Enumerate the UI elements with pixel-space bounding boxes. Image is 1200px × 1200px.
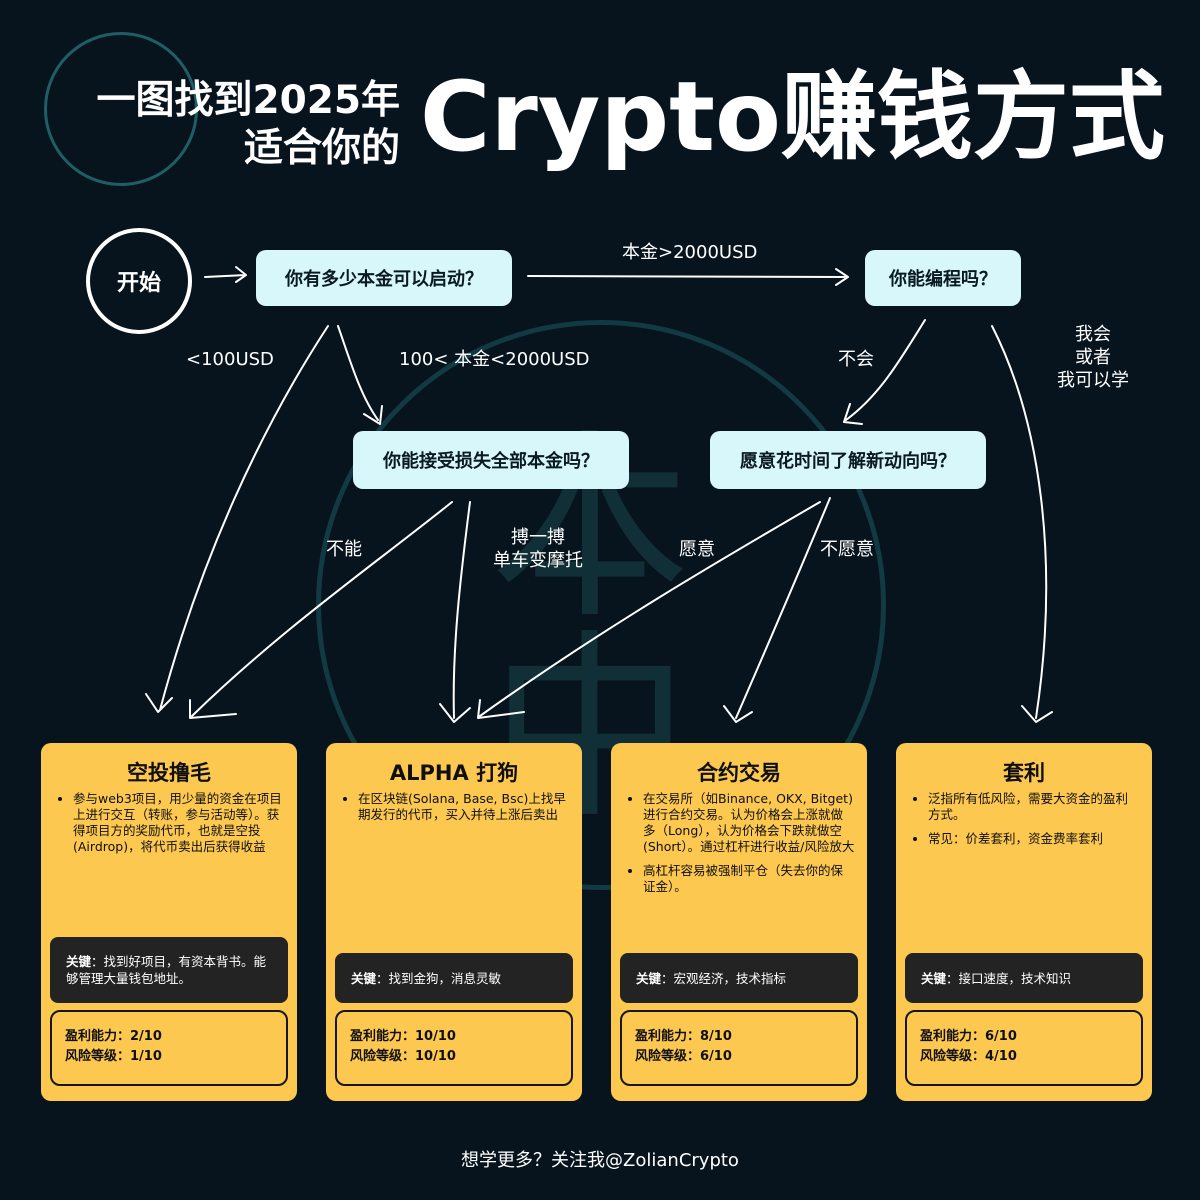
edge-label-cannot-code: 不会 <box>838 349 874 370</box>
card-bullet: 参与web3项目，用少量的资金在项目上进行交互（转账，参与活动等）。获得项目方的… <box>73 791 285 855</box>
question-coding: 你能编程吗？ <box>865 250 1021 306</box>
card-title: 合约交易 <box>697 761 781 785</box>
edge-label-under-100: <100USD <box>186 349 274 370</box>
edge-label-over-2000: 本金>2000USD <box>622 242 758 263</box>
risk-score: 风险等级：10/10 <box>350 1049 456 1064</box>
card-bullets: 在区块链(Solana, Base, Bsc)上找早期发行的代币，买入并待上涨后… <box>340 791 570 831</box>
card-airdrop: 空投撸毛 参与web3项目，用少量的资金在项目上进行交互（转账，参与活动等）。获… <box>41 743 297 1101</box>
risk-score: 风险等级：1/10 <box>65 1049 162 1064</box>
arrow-time-to-futures <box>723 497 831 723</box>
edge-label-mid-capital: 100< 本金<2000USD <box>399 349 590 370</box>
title-line-2: 适合你的 <box>243 126 400 171</box>
main-title: Crypto赚钱方式 <box>420 61 1165 173</box>
footer-cta: 想学更多？关注我@ZolianCrypto <box>461 1150 739 1171</box>
arrow-code-to-arbitrage <box>991 325 1053 723</box>
profit-score: 盈利能力：10/10 <box>350 1029 456 1044</box>
card-title: ALPHA 打狗 <box>389 761 519 785</box>
arrow-capital-to-loss <box>337 325 383 425</box>
card-title: 套利 <box>1003 761 1045 785</box>
arrow-time-to-alpha <box>477 501 821 719</box>
edge-label-cannot-accept: 不能 <box>326 539 362 560</box>
card-bullet: 常见：价差套利，资金费率套利 <box>928 831 1140 847</box>
profit-score: 盈利能力：2/10 <box>65 1029 162 1044</box>
card-key-box: 关键：找到金狗，消息灵敏 <box>335 953 573 1003</box>
profit-score: 盈利能力：6/10 <box>920 1029 1017 1044</box>
card-bullet: 在交易所（如Binance, OKX, Bitget)进行合约交易。认为价格会上… <box>643 791 855 855</box>
card-alpha: ALPHA 打狗 在区块链(Solana, Base, Bsc)上找早期发行的代… <box>326 743 582 1101</box>
arrow-start-to-capital <box>204 266 247 283</box>
risk-score: 风险等级：6/10 <box>635 1049 732 1064</box>
watermark-stamp-small <box>44 32 198 186</box>
card-score-box: 盈利能力：8/10 风险等级：6/10 <box>620 1010 858 1086</box>
question-accept-loss: 你能接受损失全部本金吗？ <box>353 431 629 489</box>
card-key-box: 关键：找到好项目，有资本背书。能够管理大量钱包地址。 <box>50 937 288 1003</box>
card-score-box: 盈利能力：2/10 风险等级：1/10 <box>50 1010 288 1086</box>
arrow-code-to-time <box>843 319 926 425</box>
question-capital: 你有多少本金可以启动？ <box>256 250 512 306</box>
card-key-box: 关键：宏观经济，技术指标 <box>620 953 858 1003</box>
card-score-box: 盈利能力：6/10 风险等级：4/10 <box>905 1010 1143 1086</box>
card-key-box: 关键：接口速度，技术知识 <box>905 953 1143 1003</box>
question-spend-time: 愿意花时间了解新动向吗？ <box>710 431 986 489</box>
card-title: 空投撸毛 <box>127 761 211 785</box>
card-bullet: 泛指所有低风险，需要大资金的盈利方式。 <box>928 791 1140 823</box>
card-futures: 合约交易 在交易所（如Binance, OKX, Bitget)进行合约交易。认… <box>611 743 867 1101</box>
arrow-capital-to-airdrop <box>145 325 329 713</box>
card-bullets: 泛指所有低风险，需要大资金的盈利方式。 常见：价差套利，资金费率套利 <box>910 791 1140 855</box>
card-score-box: 盈利能力：10/10 风险等级：10/10 <box>335 1010 573 1086</box>
card-bullet: 高杠杆容易被强制平仓（失去你的保证金）。 <box>643 863 855 895</box>
arrow-capital-to-code <box>527 268 849 286</box>
risk-score: 风险等级：4/10 <box>920 1049 1017 1064</box>
start-node: 开始 <box>86 228 192 334</box>
card-bullet: 在区块链(Solana, Base, Bsc)上找早期发行的代币，买入并待上涨后… <box>358 791 570 823</box>
profit-score: 盈利能力：8/10 <box>635 1029 732 1044</box>
card-bullets: 参与web3项目，用少量的资金在项目上进行交互（转账，参与活动等）。获得项目方的… <box>55 791 285 863</box>
arrow-loss-to-alpha <box>439 501 471 723</box>
arrow-loss-to-airdrop <box>189 501 453 719</box>
edge-label-unwilling: 不愿意 <box>820 539 874 560</box>
card-bullets: 在交易所（如Binance, OKX, Bitget)进行合约交易。认为价格会上… <box>625 791 855 903</box>
title-line-1: 一图找到2025年 <box>96 78 400 123</box>
edge-label-can-code: 我会 或者 我可以学 <box>1057 324 1129 391</box>
edge-label-willing: 愿意 <box>679 539 715 560</box>
edge-label-gamble: 搏一搏 单车变摩托 <box>493 527 583 571</box>
card-arbitrage: 套利 泛指所有低风险，需要大资金的盈利方式。 常见：价差套利，资金费率套利 关键… <box>896 743 1152 1101</box>
